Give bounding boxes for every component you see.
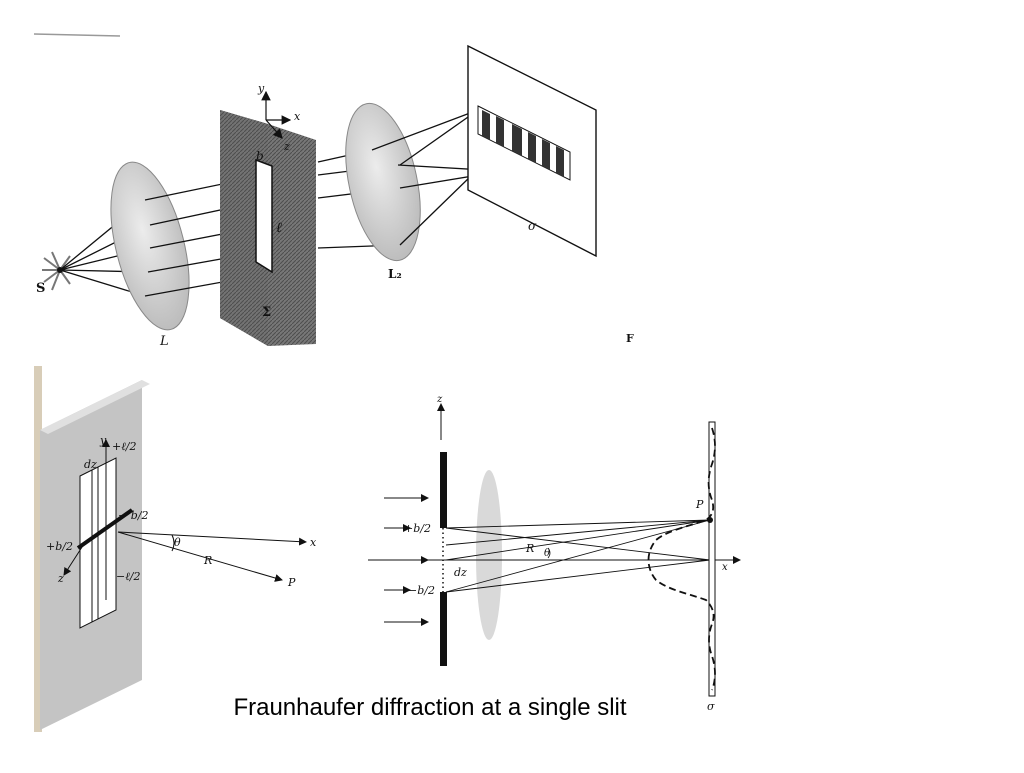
br-rays xyxy=(445,519,711,593)
slit-center-line xyxy=(76,508,134,550)
br-R-label: R xyxy=(525,542,534,555)
slit-width-label: b xyxy=(256,149,264,163)
screen-label: σ xyxy=(528,219,537,233)
bl-theta-label: θ xyxy=(174,536,181,549)
source-star xyxy=(42,251,71,291)
slide-caption: Fraunhaufer diffraction at a single slit xyxy=(233,694,627,721)
axis-x-label: x xyxy=(294,110,301,123)
br-screen-label: σ xyxy=(707,700,715,713)
bl-P-label: P xyxy=(287,576,296,589)
axis-x xyxy=(117,531,307,546)
bl-axis-y-label: y xyxy=(99,434,107,447)
scan-edge xyxy=(33,33,121,37)
br-theta-label: θ xyxy=(544,548,550,559)
bottom-left-figure: y +ℓ/2 dz − b/2 +b/2 z −ℓ/2 θ R P x xyxy=(34,366,317,732)
lens-2-label: L₂ xyxy=(388,267,402,281)
br-lens xyxy=(476,470,502,640)
intensity-curve xyxy=(647,427,716,691)
bl-plus-l2-label: +ℓ/2 xyxy=(112,440,137,453)
br-P-label: P xyxy=(695,498,704,511)
barrier-top xyxy=(440,452,447,528)
aperture-label: Σ xyxy=(262,305,271,320)
lens-1 xyxy=(110,161,190,331)
lens-1-label: L xyxy=(159,334,169,349)
bottom-right-figure: z x +b/ xyxy=(368,394,741,713)
bl-axis-x-label: x xyxy=(310,536,317,549)
fringe-pattern xyxy=(477,105,571,181)
slit-opening xyxy=(255,158,273,274)
bl-plus-b2-label: +b/2 xyxy=(46,540,73,553)
br-axis-x-label: x xyxy=(722,562,728,573)
axis-y-label: y xyxy=(257,82,265,95)
bl-dz-label: dz xyxy=(84,458,97,471)
bl-R-label: R xyxy=(203,554,212,567)
source-label: S xyxy=(36,281,45,296)
ray-R xyxy=(117,531,283,582)
br-plus-b2-label: +b/2 xyxy=(404,522,431,535)
slit-length-label: ℓ xyxy=(276,220,282,236)
bl-axis-z-label: z xyxy=(57,572,64,585)
axis-triad xyxy=(261,90,292,139)
lens-2 xyxy=(345,102,421,262)
bl-minus-b2-label: − b/2 xyxy=(118,509,148,522)
axis-z-label: z xyxy=(283,140,290,153)
scan-page-edge xyxy=(34,366,42,732)
barrier-bottom xyxy=(440,592,447,666)
br-axis-z-label: z xyxy=(436,394,443,405)
axis-z xyxy=(63,543,85,576)
theta-arc xyxy=(171,534,175,552)
br-minus-b2-label: −b/2 xyxy=(408,584,435,597)
br-screen xyxy=(708,421,716,697)
corner-tag: F xyxy=(626,332,634,345)
top-figure: S L b ℓ Σ xyxy=(33,33,634,349)
observation-screen xyxy=(467,44,597,258)
br-dz-label: dz xyxy=(454,566,467,579)
bl-minus-l2-label: −ℓ/2 xyxy=(116,570,141,583)
aperture-plate xyxy=(220,110,316,346)
